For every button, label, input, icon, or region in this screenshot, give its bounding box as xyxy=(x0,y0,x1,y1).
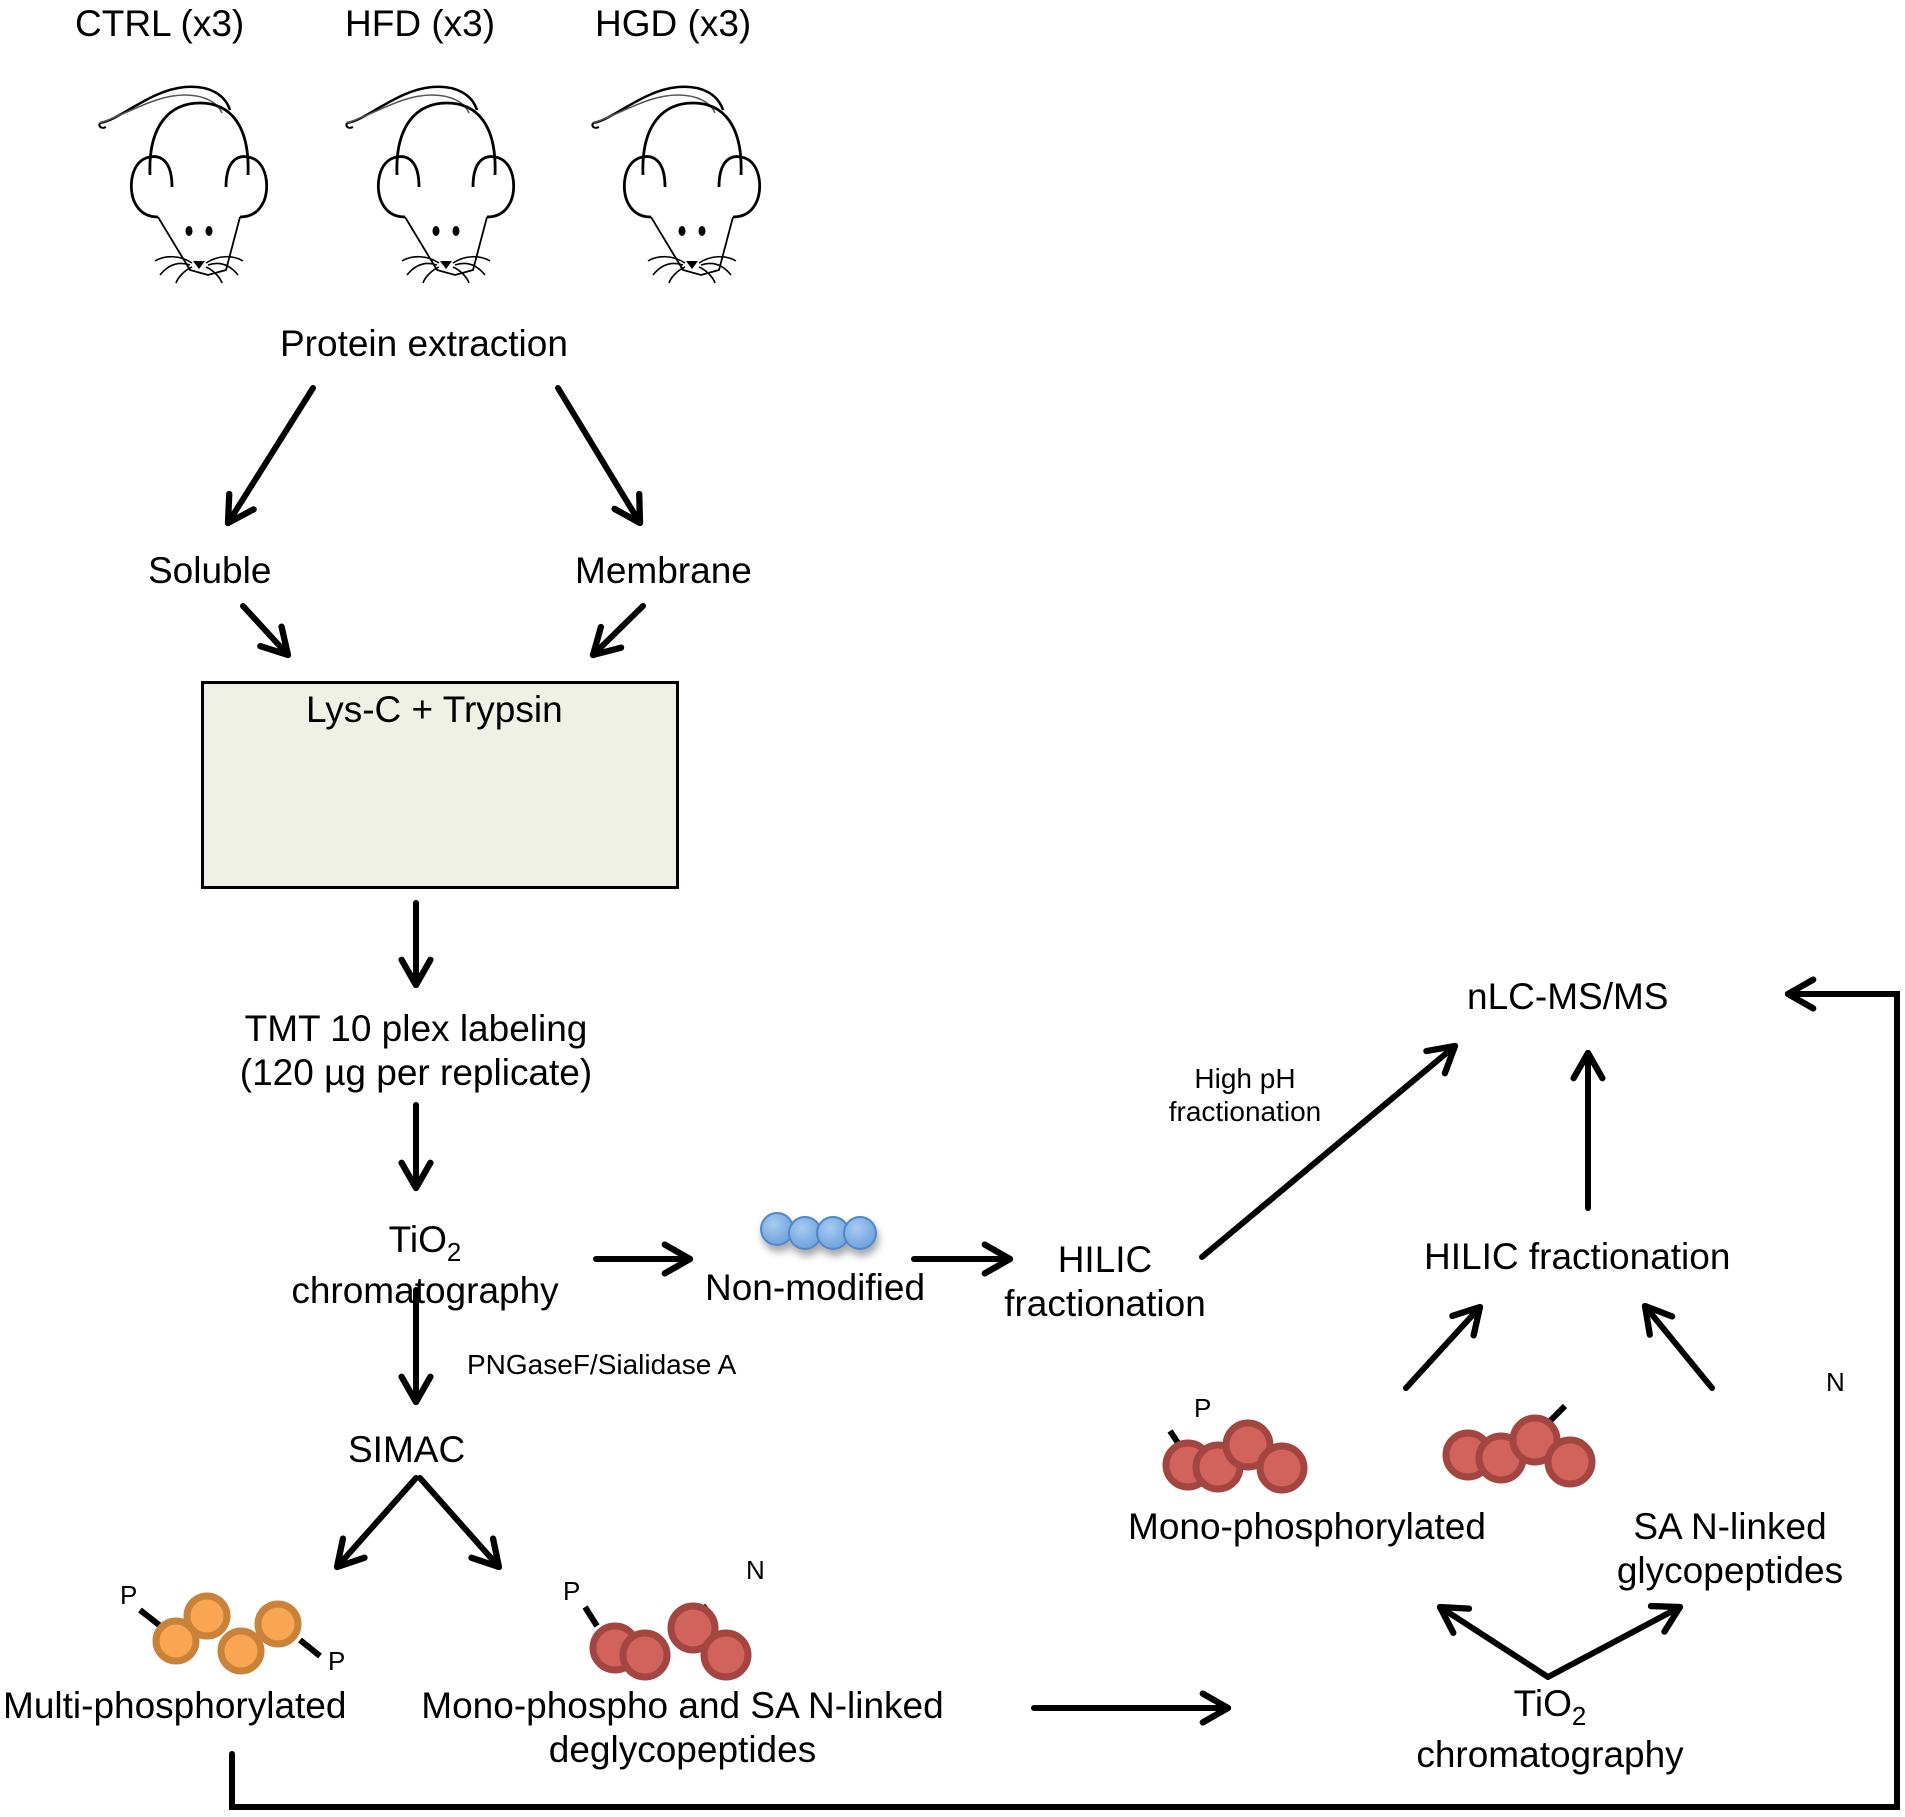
membrane-label: Membrane xyxy=(575,550,752,591)
arrow-extraction-to-soluble xyxy=(224,385,316,527)
peptide-mono-sa-icon xyxy=(582,1602,752,1681)
group-label-ctrl: CTRL (x3) xyxy=(75,3,245,44)
mod-label-p4: P xyxy=(1194,1393,1212,1423)
group-label-hgd: HGD (x3) xyxy=(595,3,752,44)
nlc-ms-label: nLC-MS/MS xyxy=(1467,976,1669,1017)
mono-sa-line1: Mono-phospho and SA N-linked xyxy=(421,1685,944,1726)
protein-extraction-label: Protein extraction xyxy=(280,323,568,364)
hilic-left-label: HILIC fractionation xyxy=(995,1238,1215,1325)
sa-line1: SA N-linked xyxy=(1633,1506,1827,1547)
mouse-icon-hfd xyxy=(345,85,516,285)
arrow-tio2b-to-sa xyxy=(1545,1602,1684,1680)
peptide-non-modified-icon xyxy=(760,1212,877,1250)
arrow-tio2b-to-mono-phospho xyxy=(1436,1603,1551,1680)
peptide-mono-phospho-icon xyxy=(1162,1419,1308,1494)
mod-label-n1: N xyxy=(746,1555,765,1585)
mono-sa-line2: deglycopeptides xyxy=(548,1728,817,1770)
mono-sa-deglyco-label: Mono-phospho and SA N-linked deglycopept… xyxy=(405,1684,960,1771)
arrow-mono-phospho-to-hilic xyxy=(1403,1303,1484,1391)
tio2-sub: 2 xyxy=(446,1239,462,1268)
hilic-left-line1: HILIC xyxy=(1057,1239,1153,1280)
tio2b-chromatography-label: TiO2 chromatography xyxy=(1405,1682,1695,1776)
mouse-icon-ctrl xyxy=(98,85,269,285)
non-modified-label: Non-modified xyxy=(705,1267,926,1308)
tio2b-main: TiO xyxy=(1513,1683,1572,1724)
arrow-sa-to-hilic xyxy=(1641,1302,1715,1391)
arrow-multi-to-nlc xyxy=(229,976,1900,1810)
tio2-line2: chromatography xyxy=(291,1269,559,1311)
arrow-simac-to-multi xyxy=(333,1475,419,1571)
arrow-simac-to-mono-sa xyxy=(417,1475,503,1571)
hilic-right-label: HILIC fractionation xyxy=(1424,1236,1731,1277)
high-ph-line1: High pH xyxy=(1194,1063,1296,1094)
tio2b-sub: 2 xyxy=(1571,1703,1587,1732)
high-ph-line2: fractionation xyxy=(1168,1096,1322,1128)
mod-label-p2: P xyxy=(328,1646,346,1676)
digestion-label: Lys-C + Trypsin xyxy=(306,689,563,730)
mod-label-p1: P xyxy=(120,1580,138,1610)
arrow-hilic-to-nlc xyxy=(1199,1042,1459,1260)
hilic-left-line2: fractionation xyxy=(1004,1282,1206,1324)
mono-phospho-label: Mono-phosphorylated xyxy=(1128,1506,1486,1547)
tio2-chromatography-label: TiO2 chromatography xyxy=(280,1218,570,1312)
sa-line2: glycopeptides xyxy=(1616,1549,1844,1591)
soluble-label: Soluble xyxy=(148,550,272,591)
tmt-line1: TMT 10 plex labeling xyxy=(244,1008,588,1049)
arrow-membrane-to-digestion xyxy=(589,603,646,659)
tio2b-line2: chromatography xyxy=(1416,1733,1684,1775)
pngase-label: PNGaseF/Sialidase A xyxy=(467,1349,737,1380)
arrow-extraction-to-membrane xyxy=(555,385,644,527)
multi-phospho-label: Multi-phosphorylated xyxy=(3,1685,347,1726)
tmt-labeling-label: TMT 10 plex labeling (120 µg per replica… xyxy=(230,1007,602,1094)
tmt-line2: (120 µg per replicate) xyxy=(239,1051,593,1093)
high-ph-label: High pH fractionation xyxy=(1150,1062,1340,1128)
peptide-sa-glyco-icon xyxy=(1442,1403,1596,1488)
digestion-box xyxy=(201,681,679,889)
mod-label-p3: P xyxy=(563,1576,581,1606)
tio2-main: TiO xyxy=(388,1219,447,1260)
simac-label: SIMAC xyxy=(348,1429,466,1470)
sa-glyco-label: SA N-linked glycopeptides xyxy=(1605,1505,1855,1592)
arrow-soluble-to-digestion xyxy=(240,603,292,659)
group-label-hfd: HFD (x3) xyxy=(345,3,496,44)
peptide-multi-phospho-icon xyxy=(138,1592,322,1675)
mod-label-n2: N xyxy=(1826,1367,1845,1397)
mouse-icon-hgd xyxy=(591,85,762,285)
